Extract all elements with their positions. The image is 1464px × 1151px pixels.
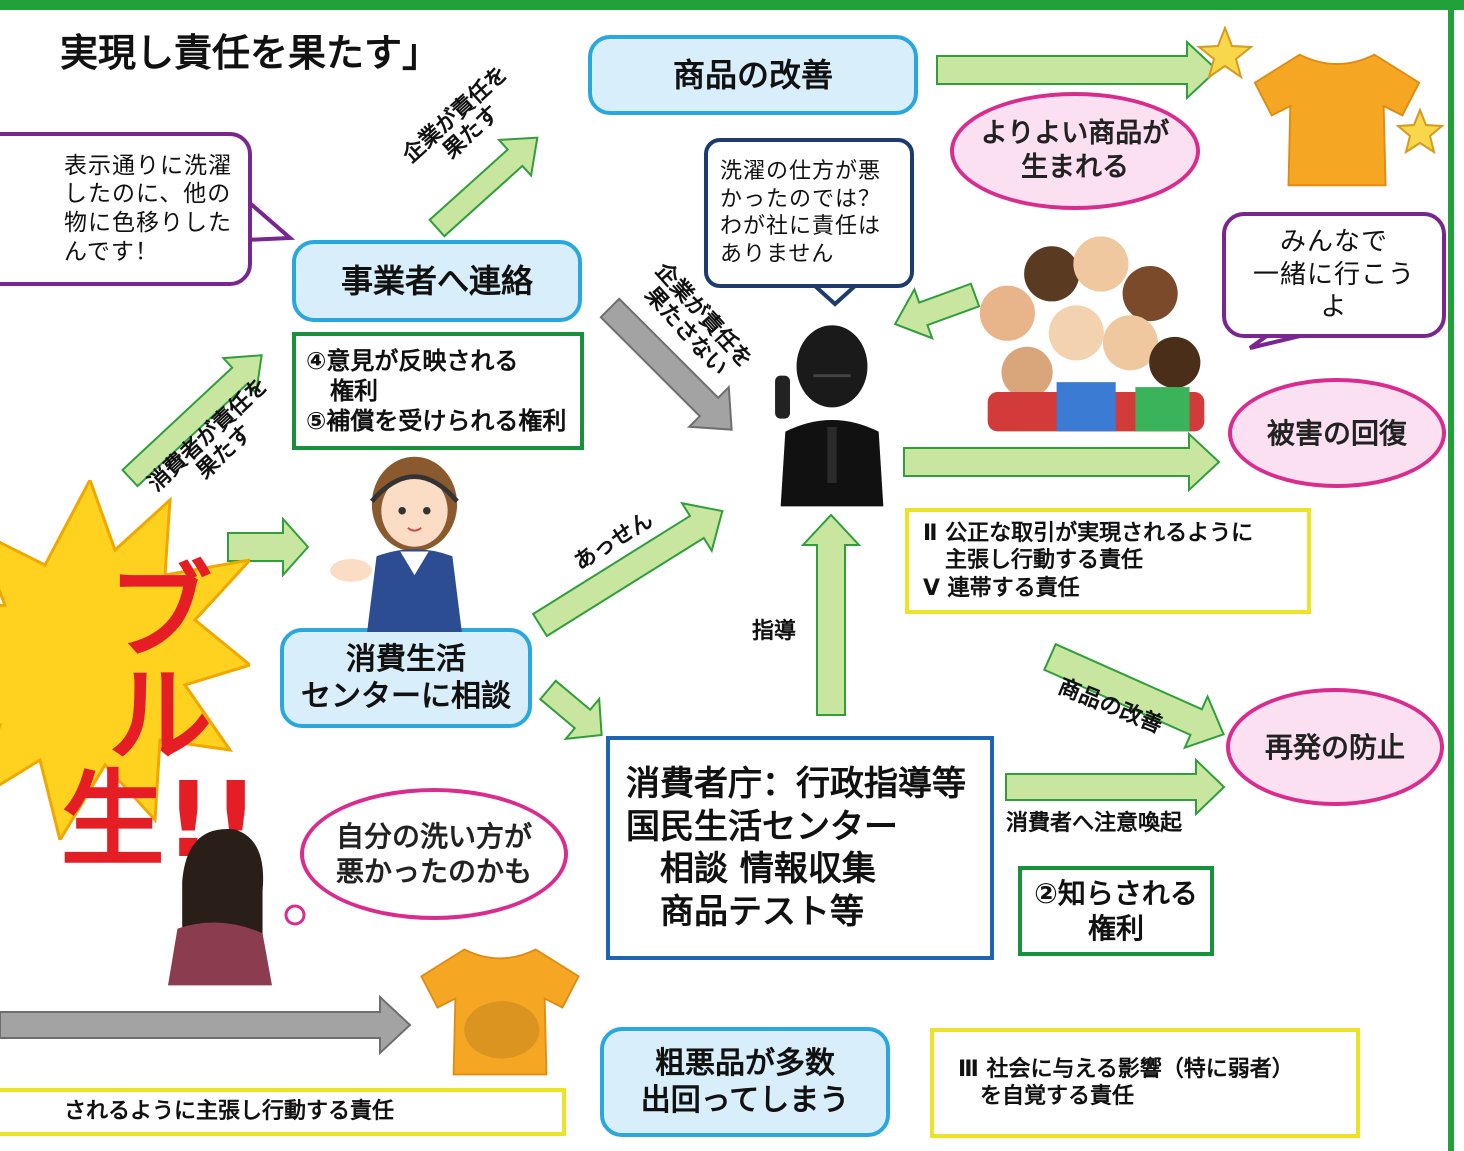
rights-4-5-box: ④意見が反映される 権利 ⑤補償を受けられる権利 (292, 332, 584, 450)
frame-right-border (1448, 0, 1454, 1151)
arrow-contact-to-improve (428, 136, 539, 238)
worried-woman-illustration (168, 829, 272, 986)
operator-illustration (330, 456, 462, 632)
arrow-center-to-agency (538, 679, 603, 741)
new-shirt-icon (1253, 53, 1421, 187)
company-speech: 洗濯の仕方が悪 かったのでは？ わが社に責任は ありません (704, 138, 914, 288)
responsibility-3-box: Ⅲ 社会に与える影響（特に弱者） を自覚する責任 (930, 1028, 1360, 1138)
arrow-agency-to-company (800, 513, 862, 716)
star-icon (1196, 25, 1254, 80)
burst-line-1: ブル (107, 551, 212, 777)
arrow-center-to-company (531, 501, 724, 638)
company-man-illustration (775, 325, 884, 507)
improve-product-box: 商品の改善 (588, 35, 918, 115)
contact-business-box: 事業者へ連絡 (292, 240, 582, 322)
label-guidance: 指導 (752, 619, 797, 644)
consumer-center-box: 消費生活 センターに相談 (280, 628, 532, 728)
crowd-speech: みんなで 一緒に行こうよ (1222, 212, 1446, 338)
arrow-company-to-recovery (903, 431, 1221, 493)
damage-recovery-cloud: 被害の回復 (1228, 378, 1446, 488)
trouble-burst (0, 480, 250, 840)
responsibility-bottom-box: されるように主張し行動する責任 (0, 1088, 566, 1136)
agency-box: 消費者庁：行政指導等 国民生活センター 相談 情報収集 商品テスト等 (606, 736, 994, 960)
arrow-improve-to-shirt (936, 39, 1219, 101)
responsibility-2-5-box: Ⅱ 公正な取引が実現されるように 主張し行動する責任 Ⅴ 連帯する責任 (905, 508, 1311, 614)
bad-goods-box: 粗悪品が多数 出回ってしまう (600, 1027, 890, 1137)
stained-shirt-icon (420, 948, 580, 1076)
rights-2-box: ②知らされる 権利 (1018, 866, 1214, 956)
burst-text: ブル 生!! (60, 560, 260, 872)
self-blame-cloud: 自分の洗い方が 悪かったのかも (300, 788, 568, 920)
better-product-cloud: よりよい商品が 生まれる (950, 92, 1200, 210)
crowd-illustration (979, 236, 1205, 432)
speech-tail-company (809, 284, 861, 307)
recurrence-prevention-cloud: 再発の防止 (1226, 688, 1444, 806)
page-title: 実現し責任を果たす」 (60, 31, 441, 75)
star-icon (1395, 107, 1445, 155)
consumer-speech: 表示通りに洗濯 したのに、他の 物に色移りした んです！ (0, 132, 252, 286)
arrow-improve2-to-prevention (1042, 642, 1225, 750)
thought-bubble-dot (284, 904, 306, 926)
label-warn-consumers: 消費者へ注意喚起 (1006, 811, 1183, 836)
arrow-contact-to-company (599, 297, 733, 431)
arrow-agency-to-prevention (1005, 757, 1226, 817)
arrow-consumer-to-contact (121, 354, 263, 488)
arrow-crowd-to-company (893, 282, 981, 340)
frame-top-border (0, 0, 1464, 10)
arrow-bottom-gray (0, 994, 412, 1056)
